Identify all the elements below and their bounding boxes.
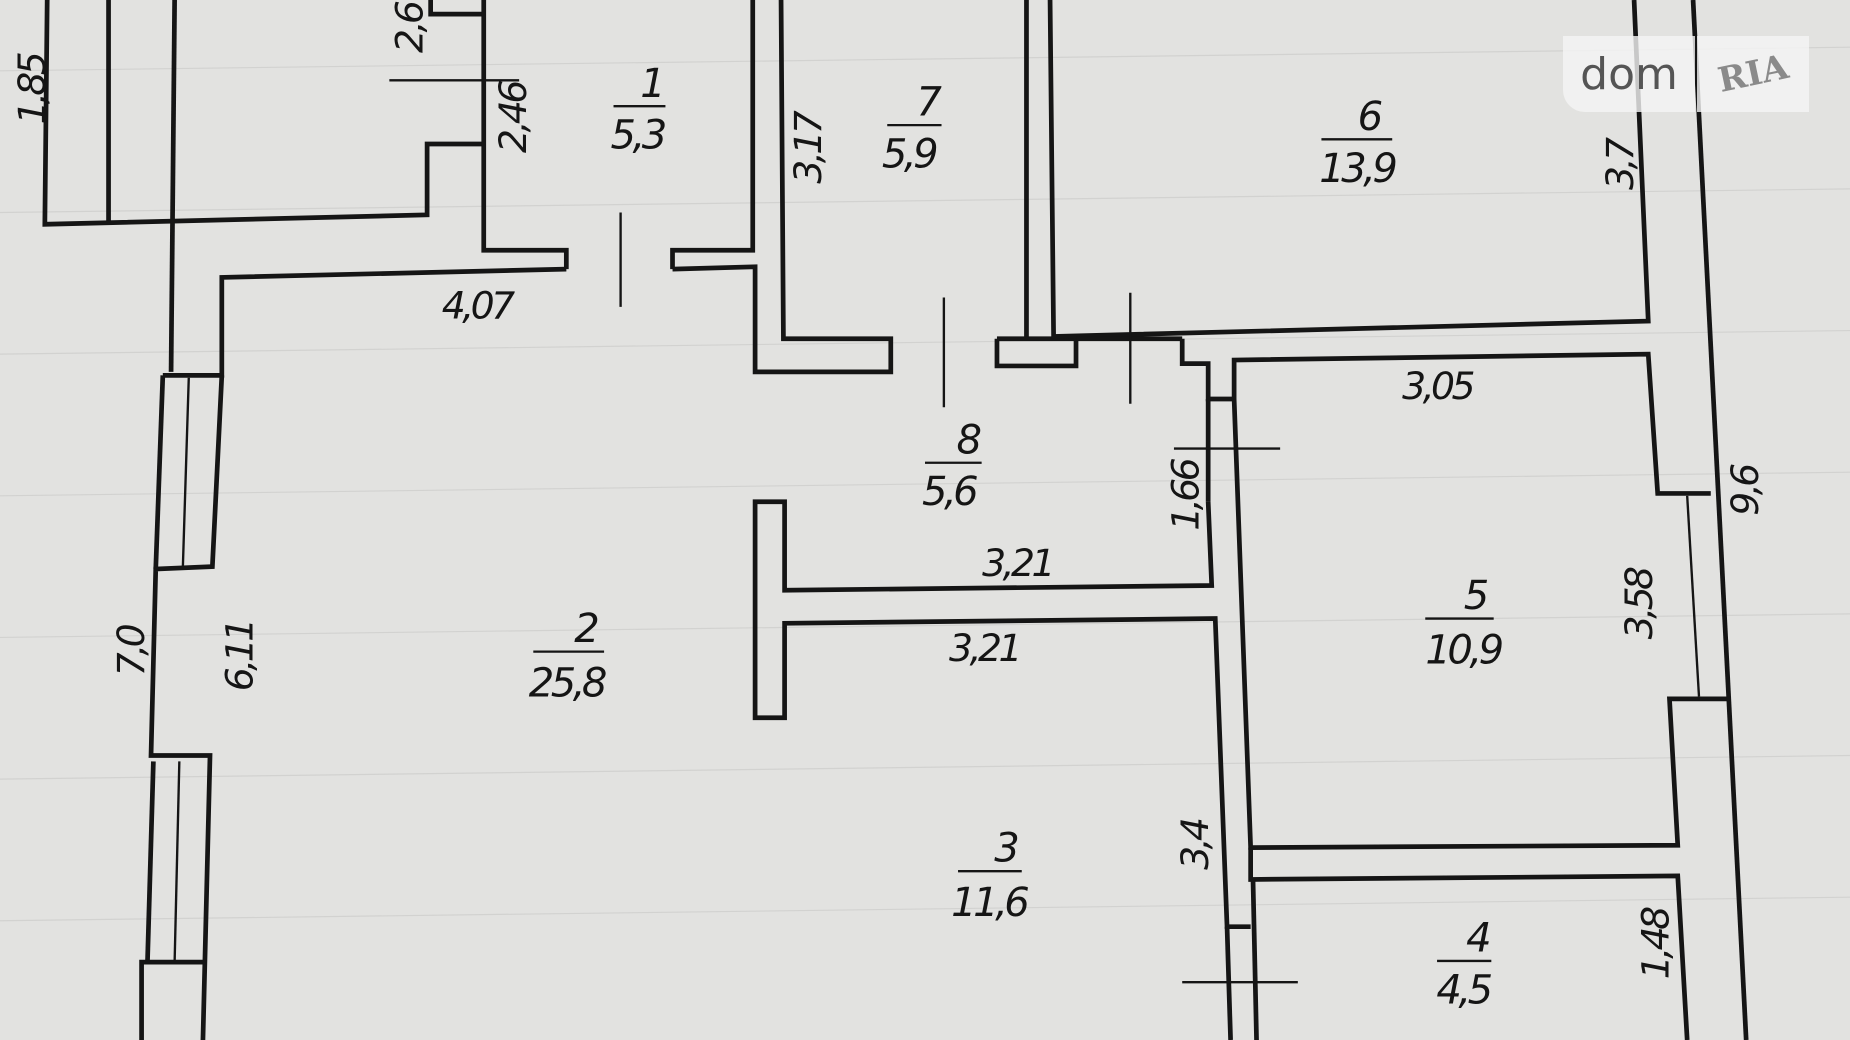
room-7: 75,9 — [882, 80, 946, 178]
svg-text:5,9: 5,9 — [882, 132, 937, 178]
room-6: 613,9 — [1319, 94, 1400, 192]
svg-text:5: 5 — [1464, 573, 1488, 619]
walls — [42, 0, 1749, 1040]
svg-text:9,6: 9,6 — [1723, 464, 1767, 516]
door-marks — [389, 79, 1298, 984]
svg-text:11,6: 11,6 — [951, 880, 1028, 926]
dimension-labels: 1,85 2,6 2,46 4,07 3,17 3,7 3,05 1,66 3,… — [10, 1, 1767, 979]
paper-grid — [0, 46, 1850, 922]
svg-text:3,7: 3,7 — [1598, 137, 1642, 190]
watermark-ria: RIA — [1697, 36, 1809, 112]
room-1: 15,3 — [611, 61, 669, 159]
svg-text:1,85: 1,85 — [10, 53, 54, 124]
svg-text:4,07: 4,07 — [442, 284, 515, 328]
room-3: 311,6 — [951, 826, 1032, 926]
svg-text:7: 7 — [916, 80, 942, 126]
svg-text:25,8: 25,8 — [529, 660, 606, 706]
svg-text:4,5: 4,5 — [1436, 967, 1491, 1013]
svg-text:5,3: 5,3 — [611, 113, 665, 159]
svg-text:3,4: 3,4 — [1173, 819, 1217, 870]
room-5: 510,9 — [1425, 573, 1506, 673]
domria-watermark: dom RIA — [1563, 36, 1809, 112]
svg-text:13,9: 13,9 — [1319, 146, 1396, 192]
svg-text:3,21: 3,21 — [982, 541, 1052, 585]
svg-text:2,46: 2,46 — [491, 81, 535, 153]
room-8: 85,6 — [922, 417, 984, 515]
watermark-dom: dom — [1563, 36, 1695, 112]
svg-text:1: 1 — [640, 61, 662, 107]
svg-text:4: 4 — [1466, 915, 1489, 961]
room-2: 225,8 — [529, 606, 610, 706]
svg-text:1,66: 1,66 — [1164, 458, 1208, 530]
svg-text:6,11: 6,11 — [217, 621, 261, 691]
svg-text:3,17: 3,17 — [786, 110, 830, 183]
svg-text:3,21: 3,21 — [949, 626, 1019, 670]
svg-text:5,6: 5,6 — [922, 469, 977, 515]
svg-text:2,6: 2,6 — [387, 1, 431, 53]
room-4: 44,5 — [1436, 915, 1495, 1013]
svg-text:7,0: 7,0 — [109, 624, 153, 676]
svg-text:2: 2 — [574, 606, 598, 652]
svg-text:1,48: 1,48 — [1633, 907, 1677, 979]
svg-text:3: 3 — [994, 826, 1017, 872]
svg-text:6: 6 — [1358, 94, 1382, 140]
svg-text:8: 8 — [956, 417, 980, 463]
svg-text:3,05: 3,05 — [1402, 364, 1473, 408]
svg-text:3,58: 3,58 — [1617, 567, 1661, 639]
svg-text:10,9: 10,9 — [1425, 627, 1502, 673]
